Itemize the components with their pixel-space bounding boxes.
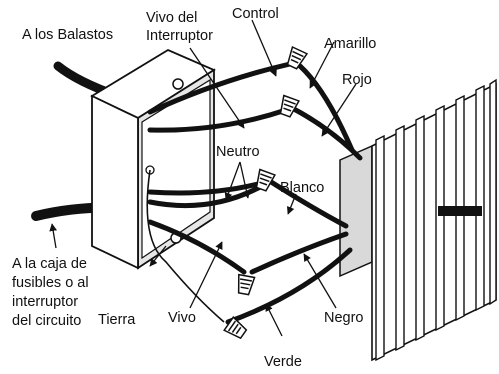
wire-nut-verde (223, 315, 248, 340)
label-a-los-balastos: A los Balastos (22, 27, 113, 43)
wire-vivo (147, 219, 247, 275)
wire-nut-vivo (237, 273, 256, 296)
wire-negro (249, 231, 349, 275)
ballast-fixture (339, 78, 497, 362)
label-caja-fusibles-line2: fusibles o al (12, 275, 89, 291)
wire-verde (225, 247, 353, 325)
label-rojo: Rojo (342, 72, 372, 88)
leader-lines (49, 19, 357, 337)
label-vivo-del-interruptor-line1: Vivo del (146, 10, 197, 26)
label-vivo: Vivo (168, 310, 196, 326)
label-vivo-del-interruptor-line2: Interruptor (146, 28, 213, 44)
label-verde: Verde (264, 354, 302, 370)
label-caja-fusibles-line4: del circuito (12, 313, 81, 329)
wire-nuts (223, 45, 309, 340)
label-blanco: Blanco (280, 180, 324, 196)
wire-nut-control (286, 45, 309, 70)
wire-vivo-interruptor (147, 107, 289, 133)
label-amarillo: Amarillo (324, 36, 376, 52)
wire-tierra (146, 169, 225, 323)
junction-box (90, 48, 216, 270)
wire-control (147, 61, 293, 115)
label-control: Control (232, 6, 279, 22)
label-caja-fusibles-line3: interruptor (12, 294, 78, 310)
wire-blanco (265, 177, 349, 229)
wire-neutro-2 (147, 183, 265, 209)
wire-nut-rojo (279, 94, 300, 118)
wire-neutro-1 (147, 181, 261, 196)
label-neutro: Neutro (216, 144, 260, 160)
wire-nut-neutro (255, 168, 276, 192)
wire-amarillo (297, 63, 355, 153)
wires (147, 61, 363, 325)
label-caja-fusibles-line1: A la caja de (12, 256, 87, 272)
wire-rojo (289, 105, 363, 161)
label-negro: Negro (324, 310, 364, 326)
label-tierra: Tierra (98, 312, 136, 328)
